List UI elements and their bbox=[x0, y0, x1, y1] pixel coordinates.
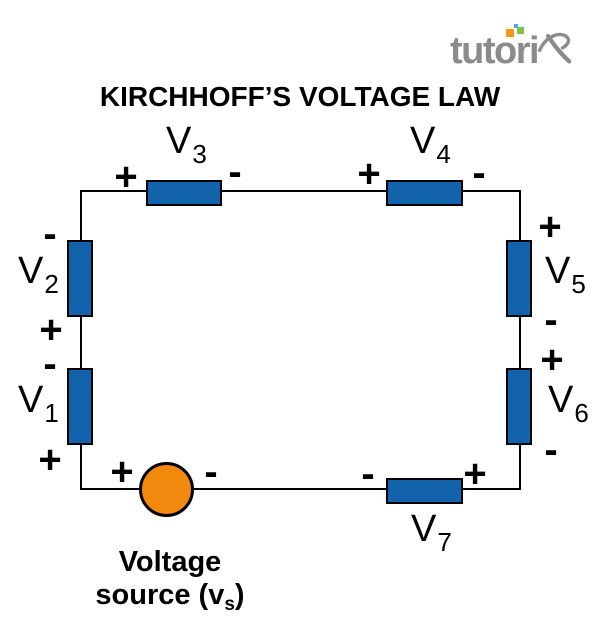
v4-minus-sign: - bbox=[472, 151, 486, 195]
label-v7: V7 bbox=[411, 508, 452, 557]
v6-plus-sign: + bbox=[540, 338, 564, 382]
resistor-v7 bbox=[386, 478, 463, 504]
label-v2: V2 bbox=[18, 250, 59, 299]
v2-plus-sign: + bbox=[39, 308, 63, 352]
v3-minus-sign: - bbox=[228, 150, 242, 194]
v3-plus-sign: + bbox=[114, 155, 138, 199]
logo-wordmark: tutori bbox=[450, 30, 540, 72]
v1-plus-sign: + bbox=[38, 438, 62, 482]
logo-square-green-icon bbox=[517, 27, 524, 34]
resistor-v2 bbox=[67, 240, 93, 317]
label-v6: V6 bbox=[548, 379, 589, 428]
resistor-v5 bbox=[506, 240, 532, 317]
circuit-loop-wire bbox=[80, 190, 521, 490]
source-plus-sign: + bbox=[110, 450, 134, 494]
resistor-v4 bbox=[386, 180, 463, 206]
resistor-v6 bbox=[506, 368, 532, 445]
label-v5: V5 bbox=[545, 250, 586, 299]
v6-minus-sign: - bbox=[544, 428, 558, 472]
label-v4: V4 bbox=[410, 120, 451, 169]
source-minus-sign: - bbox=[204, 450, 218, 494]
v7-minus-sign: - bbox=[361, 452, 375, 496]
v4-plus-sign: + bbox=[357, 152, 381, 196]
v7-plus-sign: + bbox=[463, 452, 487, 496]
caption-line1: Voltage bbox=[118, 546, 222, 578]
v5-plus-sign: + bbox=[538, 205, 562, 249]
logo-square-orange-icon bbox=[506, 29, 514, 37]
tutorix-logo: tutori x bbox=[450, 20, 572, 72]
voltage-source-caption: Voltage source (vs) bbox=[95, 546, 244, 615]
logo-x-swoosh-icon bbox=[537, 32, 572, 64]
voltage-source-icon bbox=[139, 462, 194, 517]
v1-minus-sign: - bbox=[43, 342, 57, 386]
resistor-v3 bbox=[146, 180, 222, 206]
v5-minus-sign: - bbox=[544, 298, 558, 342]
caption-line2: source (vs) bbox=[95, 579, 245, 615]
label-v1: V1 bbox=[18, 379, 59, 428]
logo-square-blue-icon bbox=[514, 24, 518, 28]
v2-minus-sign: - bbox=[43, 212, 57, 256]
label-v3: V3 bbox=[166, 120, 207, 169]
resistor-v1 bbox=[67, 368, 93, 445]
page-title: KIRCHHOFF’S VOLTAGE LAW bbox=[99, 81, 501, 112]
